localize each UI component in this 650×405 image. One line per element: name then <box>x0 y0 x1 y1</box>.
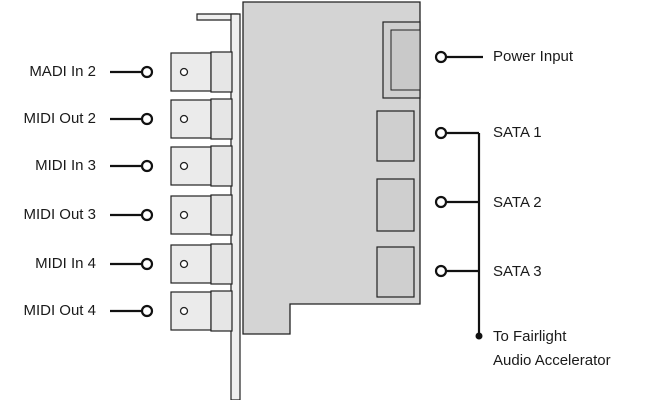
label-power-input: Power Input <box>493 48 574 65</box>
power-connector <box>382 21 421 99</box>
bnc-hole-icon <box>179 114 189 124</box>
label-sata-2: SATA 2 <box>493 194 542 211</box>
label-madi-in-2: MADI In 2 <box>29 63 96 80</box>
label-accelerator-line-2: Audio Accelerator <box>493 352 611 369</box>
bnc-hole-icon <box>179 161 189 171</box>
label-midi-in-3: MIDI In 3 <box>35 157 96 174</box>
sata-connector-1 <box>376 110 415 162</box>
bnc-connector-midi-out-2 <box>170 98 233 140</box>
callout-midi-in-4 <box>110 257 154 271</box>
sata-connector-3 <box>376 246 415 298</box>
bnc-connector-midi-out-4 <box>170 290 233 332</box>
label-midi-out-4: MIDI Out 4 <box>23 302 96 319</box>
label-midi-in-4: MIDI In 4 <box>35 255 96 272</box>
bnc-hole-icon <box>179 306 189 316</box>
bnc-connector-midi-out-3 <box>170 194 233 236</box>
callout-madi-in-2 <box>110 65 154 79</box>
circuit-board <box>242 1 421 335</box>
power-callout <box>434 50 483 64</box>
bnc-connector-midi-in-4 <box>170 243 233 285</box>
bnc-hole-icon <box>179 67 189 77</box>
bnc-connector-madi-in-2 <box>170 51 233 93</box>
callout-midi-out-3 <box>110 208 154 222</box>
bnc-hole-icon <box>179 210 189 220</box>
bnc-connector-midi-in-3 <box>170 145 233 187</box>
label-midi-out-2: MIDI Out 2 <box>23 110 96 127</box>
callout-midi-out-2 <box>110 112 154 126</box>
sata-bus-callout <box>434 126 483 340</box>
label-accelerator-line-1: To Fairlight <box>493 328 567 345</box>
bnc-hole-icon <box>179 259 189 269</box>
sata-connector-2 <box>376 178 415 232</box>
label-midi-out-3: MIDI Out 3 <box>23 206 96 223</box>
callout-midi-in-3 <box>110 159 154 173</box>
label-sata-3: SATA 3 <box>493 263 542 280</box>
label-sata-1: SATA 1 <box>493 124 542 141</box>
callout-midi-out-4 <box>110 304 154 318</box>
